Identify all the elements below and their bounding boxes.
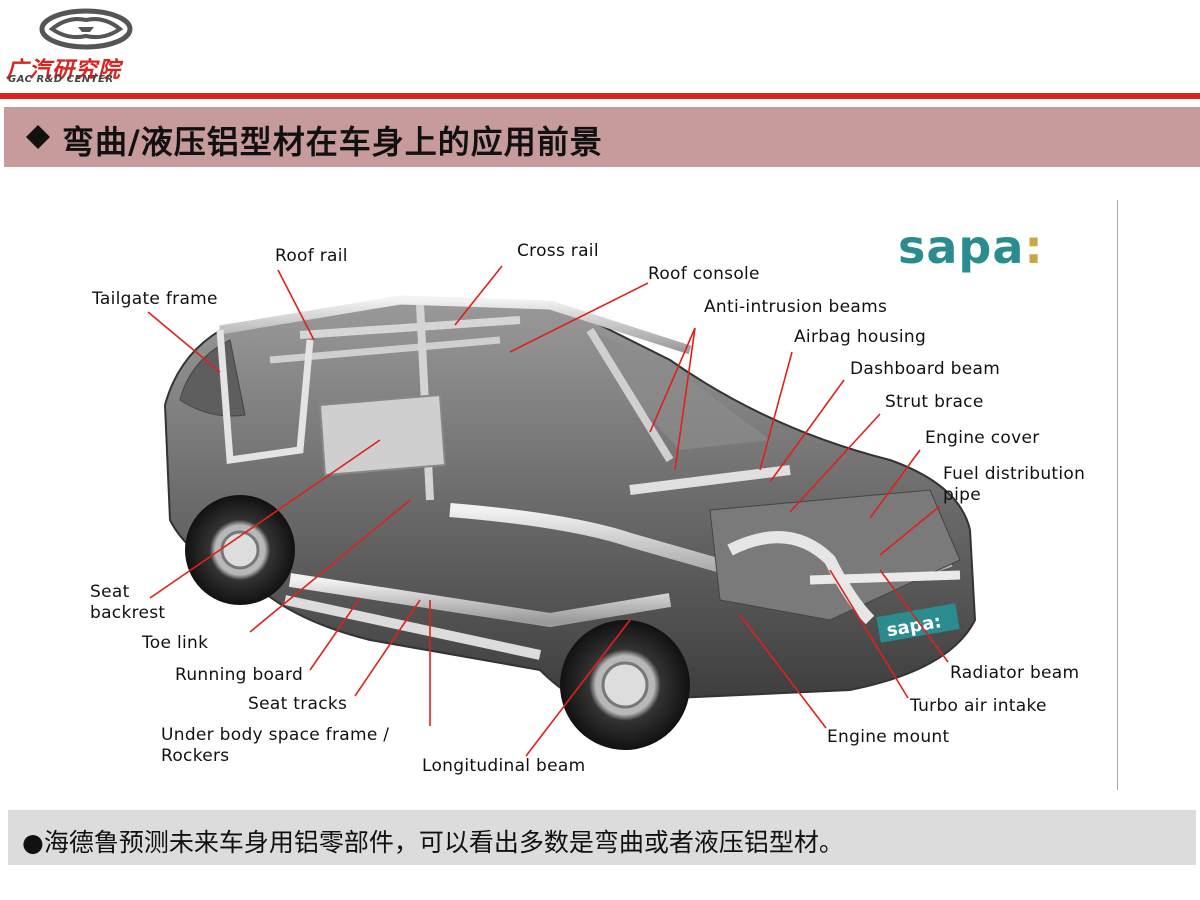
note-bar: ●海德鲁预测未来车身用铝零部件，可以看出多数是弯曲或者液压铝型材。 bbox=[8, 810, 1196, 865]
leader-roof-console bbox=[509, 282, 649, 353]
leader-anti-intrusion-b bbox=[674, 327, 696, 471]
figure-divider bbox=[1117, 200, 1118, 790]
leader-fuel-pipe bbox=[879, 505, 941, 556]
callout-running-board: Running board bbox=[175, 665, 304, 685]
logo-english-text: GAC R&D CENTER bbox=[8, 74, 114, 85]
leader-tailgate-frame bbox=[147, 311, 221, 373]
note-text: ●海德鲁预测未来车身用铝零部件，可以看出多数是弯曲或者液压铝型材。 bbox=[22, 828, 844, 857]
callout-rockers: Rockers bbox=[161, 746, 230, 766]
leader-longitudinal-beam bbox=[525, 619, 631, 757]
tailgate-frame-shape bbox=[216, 329, 314, 464]
callout-anti-intrusion-beams: Anti-intrusion beams bbox=[704, 297, 888, 317]
leader-anti-intrusion-a bbox=[649, 327, 696, 433]
leader-seat-tracks bbox=[354, 599, 421, 697]
leader-engine-mount bbox=[739, 614, 827, 729]
leader-roof-rail bbox=[277, 269, 315, 341]
leader-dashboard-beam bbox=[769, 379, 845, 483]
slide-title: 弯曲/液压铝型材在车身上的应用前景 bbox=[62, 123, 603, 161]
callout-cross-rail: Cross rail bbox=[517, 241, 599, 261]
rear-window bbox=[179, 339, 246, 417]
callout-radiator-beam: Radiator beam bbox=[950, 663, 1080, 683]
callout-toe-link: Toe link bbox=[142, 633, 209, 653]
rear-hub bbox=[220, 530, 260, 570]
diamond-bullet-icon bbox=[26, 125, 50, 149]
a-pillar bbox=[586, 327, 674, 463]
car-diagram: sapa: sapa: Roof rail Cross rail bbox=[70, 200, 1120, 790]
logo-chinese-text: 广汽研究院 bbox=[6, 58, 122, 83]
dashboard-beam-shape bbox=[629, 465, 791, 495]
leader-strut-brace bbox=[789, 413, 881, 513]
callout-backrest: backrest bbox=[90, 603, 166, 623]
callout-tailgate-frame: Tailgate frame bbox=[92, 289, 218, 309]
callout-seat-tracks: Seat tracks bbox=[248, 694, 348, 714]
leader-radiator-beam bbox=[879, 569, 949, 663]
gac-logo: 广汽研究院 GAC R&D CENTER bbox=[6, 8, 166, 88]
leader-turbo-air-intake bbox=[829, 569, 909, 699]
callout-longitudinal-beam: Longitudinal beam bbox=[422, 756, 586, 776]
callout-seat: Seat bbox=[90, 582, 130, 602]
callout-fuel-pipe: pipe bbox=[943, 485, 981, 505]
header-divider bbox=[0, 93, 1200, 99]
callout-fuel-distribution: Fuel distribution bbox=[943, 464, 1086, 484]
leader-lines bbox=[147, 265, 949, 757]
callout-strut-brace: Strut brace bbox=[885, 392, 984, 412]
leader-running-board bbox=[309, 597, 361, 671]
callout-airbag-housing: Airbag housing bbox=[794, 327, 927, 347]
leader-toe-link bbox=[249, 499, 411, 633]
callout-dashboard-beam: Dashboard beam bbox=[850, 359, 1001, 379]
leader-airbag-housing bbox=[759, 351, 793, 471]
turbo-pipe bbox=[727, 531, 875, 625]
callout-engine-cover: Engine cover bbox=[925, 428, 1040, 448]
roof-frame bbox=[219, 295, 692, 355]
callout-roof-console: Roof console bbox=[648, 264, 760, 284]
callout-roof-rail: Roof rail bbox=[275, 246, 348, 266]
leader-engine-cover bbox=[869, 449, 921, 519]
windshield bbox=[590, 330, 770, 450]
seat-backrest-panel bbox=[318, 393, 447, 477]
gac-emblem-icon bbox=[39, 8, 133, 50]
title-bar: 弯曲/液压铝型材在车身上的应用前景 bbox=[4, 107, 1200, 167]
callout-under-body: Under body space frame / bbox=[161, 725, 390, 745]
callout-turbo-air-intake: Turbo air intake bbox=[910, 696, 1047, 716]
callout-engine-mount: Engine mount bbox=[827, 727, 950, 747]
rocker-beam bbox=[288, 573, 672, 628]
roof-cross-rail bbox=[299, 316, 521, 339]
car-cutaway-illustration: sapa: bbox=[147, 265, 977, 757]
sapa-logo: sapa: bbox=[898, 220, 1044, 274]
running-board-shape bbox=[283, 595, 542, 660]
bumper-badge bbox=[876, 603, 960, 643]
front-hub bbox=[601, 661, 649, 709]
leader-cross-rail bbox=[454, 265, 503, 326]
sapa-logo-word: sapa bbox=[898, 220, 1025, 274]
leader-seat-backrest bbox=[149, 439, 381, 599]
sapa-logo-colon: : bbox=[1024, 220, 1044, 274]
